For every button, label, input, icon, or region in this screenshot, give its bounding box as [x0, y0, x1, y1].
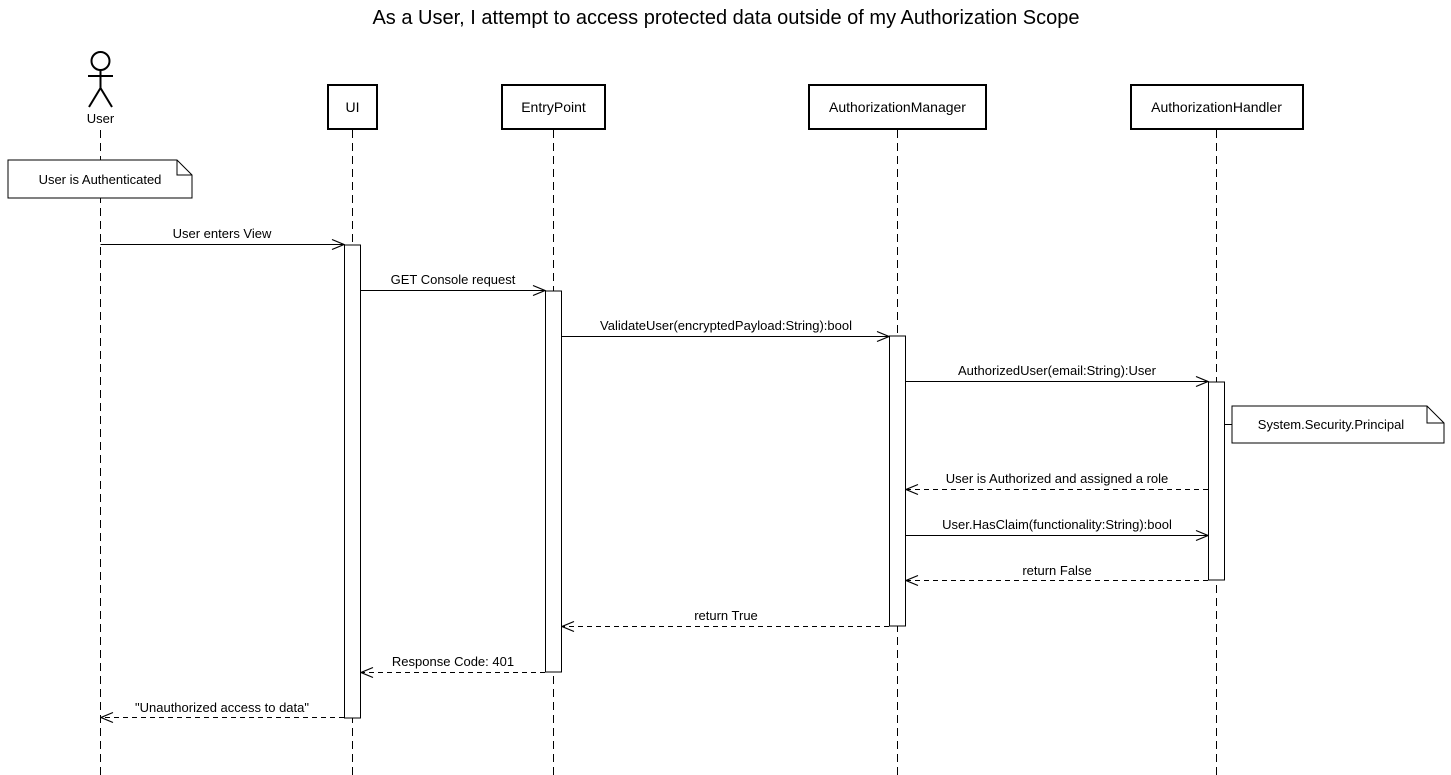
message-user-enters-view-label: User enters View — [173, 226, 272, 241]
message-user-enters-view: User enters View — [100, 226, 345, 245]
note-user-authenticated: User is Authenticated — [7, 159, 193, 199]
participant-user: User — [87, 51, 115, 126]
participant-authorization-manager: AuthorizationManager — [808, 84, 987, 130]
note-user-authenticated-text: User is Authenticated — [39, 172, 162, 187]
message-return-true: return True — [562, 608, 889, 627]
message-return-true-label: return True — [694, 608, 758, 623]
message-authorized-user-label: AuthorizedUser(email:String):User — [958, 363, 1157, 378]
message-response-code-401-label: Response Code: 401 — [392, 654, 514, 669]
activation-authorization-handler — [1208, 381, 1225, 581]
message-user-is-authorized-label: User is Authorized and assigned a role — [946, 471, 1169, 486]
participant-user-label: User — [87, 111, 115, 126]
activation-ui — [344, 244, 361, 719]
activation-bars — [344, 244, 1225, 719]
diagram-title: As a User, I attempt to access protected… — [372, 7, 1079, 29]
participant-entrypoint-label: EntryPoint — [521, 99, 586, 115]
message-unauthorized-access-label: "Unauthorized access to data" — [135, 700, 309, 715]
participant-authorization-handler-label: AuthorizationHandler — [1151, 99, 1282, 115]
message-has-claim-label: User.HasClaim(functionality:String):bool — [942, 517, 1172, 532]
note-system-security-principal: System.Security.Principal — [1224, 405, 1445, 444]
message-get-console-request-label: GET Console request — [391, 272, 516, 287]
message-has-claim: User.HasClaim(functionality:String):bool — [906, 517, 1208, 536]
participant-ui: UI — [327, 84, 378, 130]
participant-ui-label: UI — [346, 99, 360, 115]
stick-figure-icon — [88, 51, 113, 108]
message-authorized-user: AuthorizedUser(email:String):User — [906, 363, 1208, 382]
message-unauthorized-access: "Unauthorized access to data" — [101, 700, 344, 718]
message-return-false-label: return False — [1022, 563, 1091, 578]
participant-entrypoint: EntryPoint — [501, 84, 606, 130]
note-system-security-principal-text: System.Security.Principal — [1258, 417, 1405, 432]
messages: User enters View GET Console request Val… — [101, 226, 1209, 718]
message-validate-user-label: ValidateUser(encryptedPayload:String):bo… — [600, 318, 852, 333]
message-response-code-401: Response Code: 401 — [361, 654, 545, 673]
participant-authorization-manager-label: AuthorizationManager — [829, 99, 966, 115]
activation-authorization-manager — [889, 335, 906, 627]
message-return-false: return False — [906, 563, 1208, 581]
message-user-is-authorized: User is Authorized and assigned a role — [906, 471, 1208, 490]
participant-authorization-handler: AuthorizationHandler — [1130, 84, 1304, 130]
message-get-console-request: GET Console request — [361, 272, 545, 291]
activation-entrypoint — [545, 290, 562, 673]
message-validate-user: ValidateUser(encryptedPayload:String):bo… — [562, 318, 889, 337]
